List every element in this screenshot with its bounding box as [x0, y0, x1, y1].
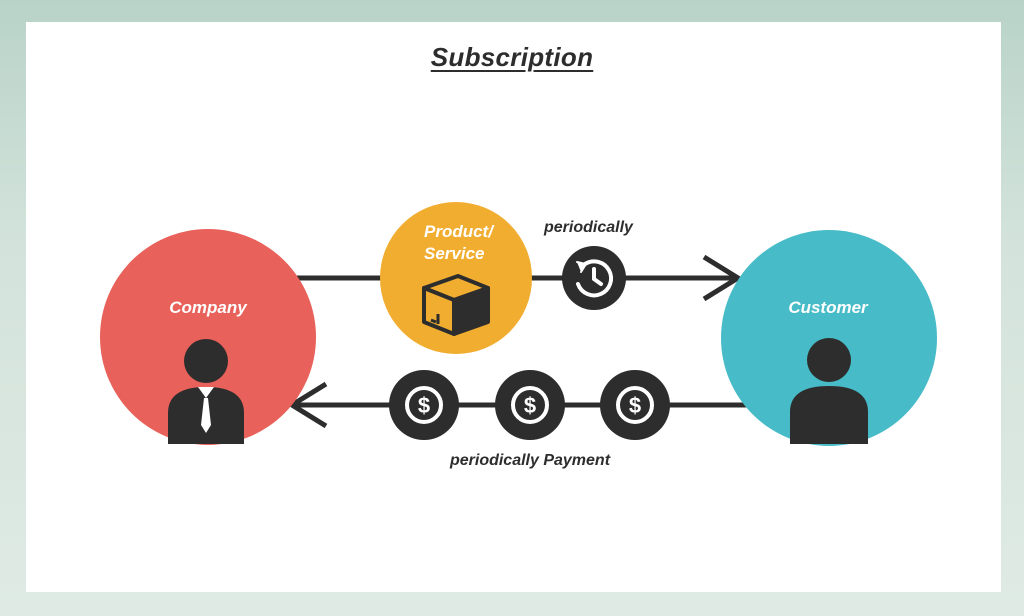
dollar-coin-3: $ — [600, 370, 670, 440]
diagram-title: Subscription — [430, 42, 594, 72]
svg-text:$: $ — [524, 393, 536, 418]
company-circle — [100, 229, 316, 445]
payment-arrowhead — [287, 381, 328, 429]
dollar-coin-2: $ — [495, 370, 565, 440]
product-label-line1: Product/ — [424, 222, 493, 241]
recurring-clock-icon — [576, 259, 614, 298]
company-label: Company — [169, 298, 247, 317]
svg-text:$: $ — [629, 393, 641, 418]
businessman-icon — [168, 339, 244, 444]
svg-text:$: $ — [418, 393, 430, 418]
product-service-label: Product/ Service — [424, 221, 524, 265]
product-label-line2: Service — [424, 244, 485, 263]
dollar-coin-1: $ — [389, 370, 459, 440]
package-box-icon — [422, 274, 490, 336]
delivery-arrowhead — [702, 254, 743, 302]
periodically-label: periodically — [544, 219, 633, 236]
customer-label: Customer — [788, 298, 868, 317]
periodically-payment-label: periodically Payment — [449, 452, 611, 469]
user-icon — [790, 338, 868, 444]
